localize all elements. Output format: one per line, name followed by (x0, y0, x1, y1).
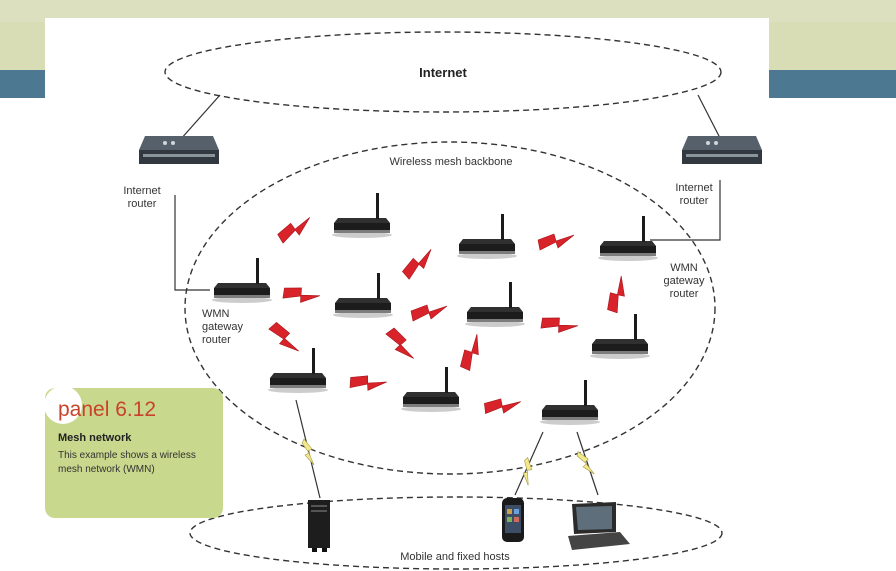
wireless-link-icon (483, 397, 522, 417)
wireless-link-icon (537, 233, 575, 251)
mesh-router-icon (598, 216, 658, 261)
mesh-router-icon (332, 193, 392, 238)
internet-router-right-label: Internet router (675, 182, 713, 207)
hosts-label: Mobile and fixed hosts (400, 551, 510, 563)
gateway-right-label: WMN gateway router (663, 262, 705, 300)
figure-page-margin (769, 98, 896, 571)
mesh-router-icon (590, 314, 650, 359)
panel-subtitle: Mesh network (58, 432, 132, 444)
wireless-link-icon (399, 248, 439, 281)
wireless-link-icon (267, 319, 300, 359)
internet-cloud (164, 31, 722, 113)
smartphone-icon (502, 498, 524, 542)
wireless-link-icon (602, 275, 635, 315)
host-wireless-link-icon (516, 456, 538, 486)
mesh-router-icon (540, 380, 600, 425)
slide-header-band (0, 0, 896, 22)
internet-router-left-icon (139, 136, 219, 164)
gateway-left-label: WMN gateway router (202, 308, 243, 346)
wireless-link-icon (347, 371, 388, 397)
panel-description: This example shows a wireless mesh netwo… (58, 450, 196, 475)
mesh-router-icon (465, 282, 525, 327)
wireless-link-icon (410, 304, 448, 322)
hosts-boundary (189, 496, 723, 570)
mesh-router-icon (401, 367, 461, 412)
wireless-link-icon (538, 312, 579, 341)
internet-label: Internet (419, 65, 467, 80)
server-tower-icon (308, 500, 330, 552)
mesh-router-icon (333, 273, 393, 318)
mesh-router-icon (268, 348, 328, 393)
wireless-link-icon (455, 333, 490, 373)
panel-title: panel 6.12 (58, 398, 157, 421)
wmn-gateway-router-left-icon (212, 258, 272, 303)
mesh-backbone-boundary (184, 141, 716, 475)
host-wireless-link-icon (575, 448, 595, 478)
internet-router-left-label: Internet router (123, 185, 161, 210)
caption-panel-badge (44, 386, 82, 424)
wireless-link-icon (280, 282, 321, 311)
mesh-router-icon (457, 214, 517, 259)
wireless-link-icon (275, 216, 316, 245)
host-wireless-link-icon (301, 438, 315, 466)
internet-router-right-icon (682, 136, 762, 164)
wireless-link-icon (384, 325, 415, 366)
backbone-label: Wireless mesh backbone (389, 156, 513, 168)
laptop-icon (568, 502, 630, 550)
